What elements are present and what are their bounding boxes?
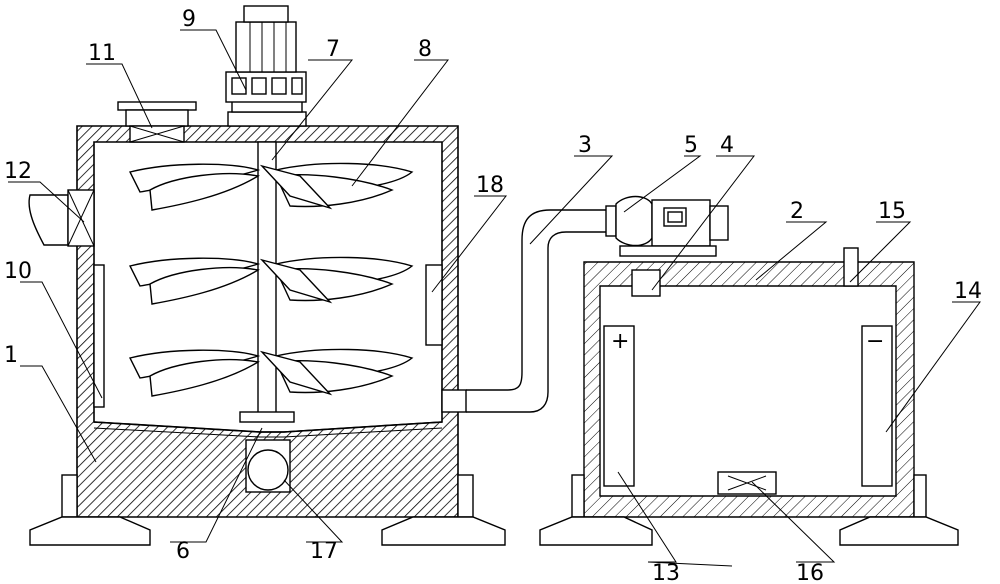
pump-motor [605, 195, 729, 257]
drain-pipe [245, 439, 291, 493]
feed-inlet [28, 189, 95, 247]
negative-sign: − [866, 329, 884, 354]
mixing-tank [76, 125, 459, 518]
label-13: 13 [652, 561, 680, 584]
label-10: 10 [4, 259, 32, 284]
blade-tier-bottom [128, 348, 414, 397]
label-4: 4 [720, 133, 734, 158]
stirring-blades [128, 162, 414, 397]
label-18: 18 [476, 173, 504, 198]
label-16: 16 [796, 561, 824, 584]
side-plate-left [93, 264, 105, 408]
label-15: 15 [878, 199, 906, 224]
tank-legs-right [539, 474, 959, 546]
vent-tube [843, 247, 859, 287]
label-7: 7 [326, 37, 340, 62]
label-5: 5 [684, 133, 698, 158]
leader-lines [8, 29, 981, 567]
label-8: 8 [418, 37, 432, 62]
label-1: 1 [4, 343, 18, 368]
stirring-motor [225, 5, 307, 127]
tank-outlet-nozzle [441, 389, 467, 413]
blade-tier-mid [128, 256, 414, 305]
blade-tier-top [128, 162, 414, 211]
label-6: 6 [176, 539, 190, 564]
connecting-pipe [466, 209, 606, 413]
electrode-negative: − [861, 325, 893, 487]
bottom-aerator [717, 471, 777, 495]
electrode-positive: + [603, 325, 635, 487]
label-12: 12 [4, 159, 32, 184]
positive-sign: + [611, 329, 629, 354]
top-inlet [117, 101, 197, 143]
tank-inlet-stub [631, 269, 661, 297]
part-numbers: 1 10 12 11 9 7 8 18 3 5 4 2 15 14 13 16 … [4, 7, 982, 584]
label-2: 2 [790, 199, 804, 224]
label-3: 3 [578, 133, 592, 158]
label-11: 11 [88, 41, 116, 66]
tank-legs-left [29, 474, 506, 546]
label-14: 14 [954, 279, 982, 304]
label-17: 17 [310, 539, 338, 564]
side-plate-right [425, 264, 443, 346]
label-9: 9 [182, 7, 196, 32]
stirring-shaft [239, 141, 295, 423]
